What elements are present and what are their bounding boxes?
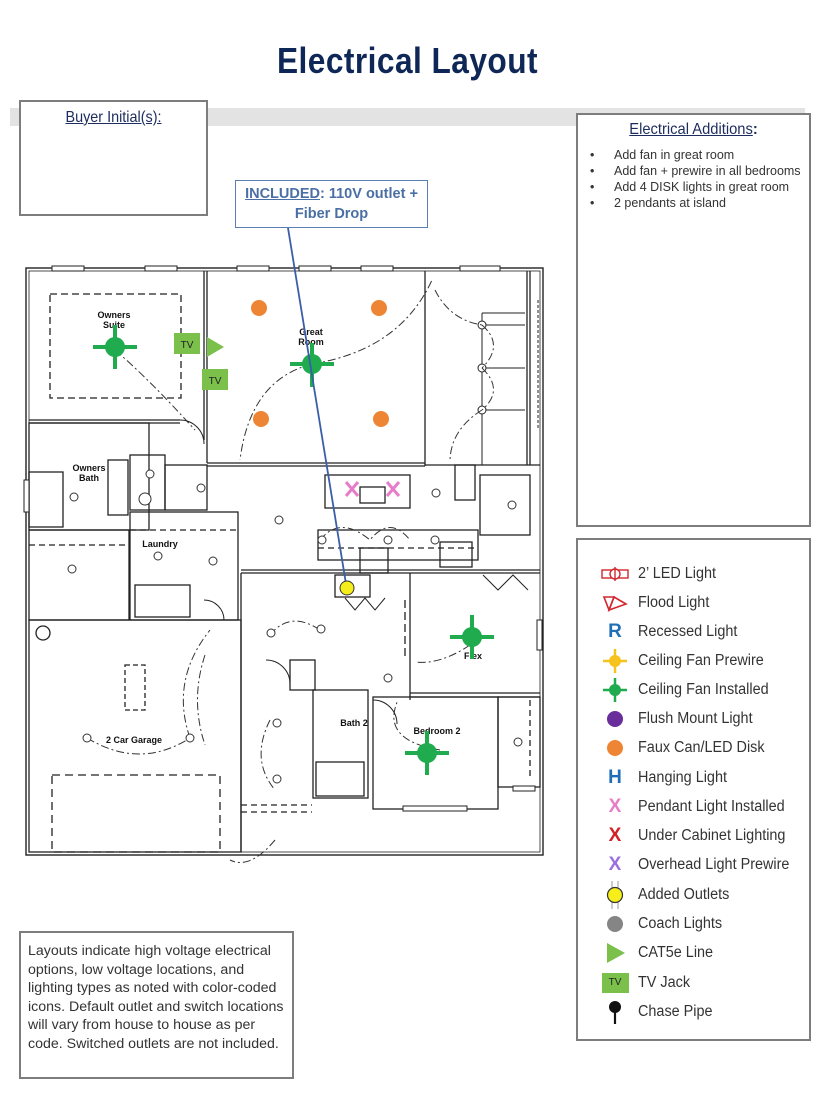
legend-item: Ceiling Fan Prewire [578, 648, 808, 674]
ceiling-fan-installed-icon [93, 325, 137, 369]
legend-item: X Overhead Light Prewire [578, 852, 808, 878]
svg-text:Bath: Bath [79, 473, 99, 483]
overhead-light-prewire-icon: X [608, 854, 622, 875]
legend-item: Ceiling Fan Installed [578, 677, 808, 703]
legend-item: Faux Can/LED Disk [578, 735, 808, 761]
svg-text:TV: TV [209, 376, 222, 387]
faux-can-led-disk-icon [600, 735, 630, 761]
chase-pipe-icon [600, 999, 630, 1025]
included-prefix: INCLUDED [245, 186, 320, 202]
list-item: Add 4 DISK lights in great room [590, 179, 809, 195]
disclaimer-note-box: Layouts indicate high voltage electrical… [19, 931, 294, 1079]
room-label-great-room: Great [299, 327, 323, 337]
buyer-initials-label: Buyer Initial(s): [65, 109, 162, 126]
legend-item: TV TV Jack [578, 970, 808, 996]
recessed-light-icon: R [608, 621, 622, 642]
svg-text:Room: Room [298, 337, 324, 347]
svg-text:TV: TV [181, 340, 194, 351]
legend-item: Flood Light [578, 590, 808, 616]
ceiling-fan-prewire-icon [600, 648, 630, 674]
included-callout: INCLUDED: 110V outlet + Fiber Drop [235, 180, 428, 228]
included-text: : 110V outlet + Fiber Drop [294, 186, 418, 222]
legend-item: H Hanging Light [578, 765, 808, 791]
legend-item: Coach Lights [578, 911, 808, 937]
legend-item: CAT5e Line [578, 940, 808, 966]
legend-item: X Under Cabinet Lighting [578, 823, 808, 849]
disclaimer-note: Layouts indicate high voltage electrical… [28, 943, 284, 1052]
electrical-additions-list: Add fan in great room Add fan + prewire … [578, 147, 809, 211]
legend-item: X Pendant Light Installed [578, 794, 808, 820]
list-item: Add fan + prewire in all bedrooms [590, 163, 809, 179]
faux-can-disk-icon [371, 300, 387, 316]
under-cabinet-lighting-icon: X [608, 825, 622, 846]
coach-lights-icon [600, 911, 630, 937]
pendant-light-installed-icon: X [608, 796, 622, 817]
outer-wall-inner [28, 270, 541, 853]
flood-light-icon [600, 590, 630, 616]
faux-can-disk-icon [251, 300, 267, 316]
ceiling-fan-installed-icon [405, 731, 449, 775]
pendant-light-icon [344, 481, 360, 497]
flush-mount-light-icon [600, 706, 630, 732]
pendant-light-icon [385, 481, 401, 497]
room-label-bedroom-2: Bedroom 2 [413, 726, 460, 736]
cat5e-line-icon [207, 337, 224, 357]
room-label-laundry: Laundry [142, 539, 178, 549]
outer-wall [25, 267, 544, 856]
cat5e-line-icon [600, 940, 630, 966]
electrical-additions-box: Electrical Additions: Add fan in great r… [576, 113, 811, 527]
faux-can-disk-icon [373, 411, 389, 427]
tv-jack-icon: TV [600, 970, 630, 996]
ceiling-fan-installed-icon [450, 615, 494, 659]
ceiling-fan-installed-icon [600, 677, 630, 703]
led-2ft-icon [600, 561, 630, 587]
room-label-bath-2: Bath 2 [340, 718, 368, 728]
room-label-owners-suite: Owners [97, 310, 130, 320]
faux-can-disk-icon [253, 411, 269, 427]
hanging-light-icon: H [608, 767, 622, 788]
room-label-garage: 2 Car Garage [106, 735, 162, 745]
legend-box: 2’ LED Light Flood Light R Recessed Ligh… [576, 538, 811, 1041]
added-outlets-icon [600, 881, 630, 909]
list-item: Add fan in great room [590, 147, 809, 163]
added-outlet-icon [339, 580, 355, 596]
fiber-drop-line [287, 227, 348, 591]
electrical-additions-heading: Electrical Additions: [629, 121, 758, 138]
legend-item: 2’ LED Light [578, 561, 808, 587]
legend-item: R Recessed Light [578, 619, 808, 645]
list-item: 2 pendants at island [590, 195, 809, 211]
buyer-initials-box[interactable]: Buyer Initial(s): [19, 100, 208, 216]
legend-item: Chase Pipe [578, 999, 808, 1025]
page-title: Electrical Layout [276, 40, 539, 81]
room-label-owners-bath: Owners [72, 463, 105, 473]
tv-jack-icon: TV [174, 333, 200, 354]
tv-jack-icon: TV [202, 369, 228, 390]
legend-item: Added Outlets [578, 881, 808, 909]
legend-item: Flush Mount Light [578, 706, 808, 732]
